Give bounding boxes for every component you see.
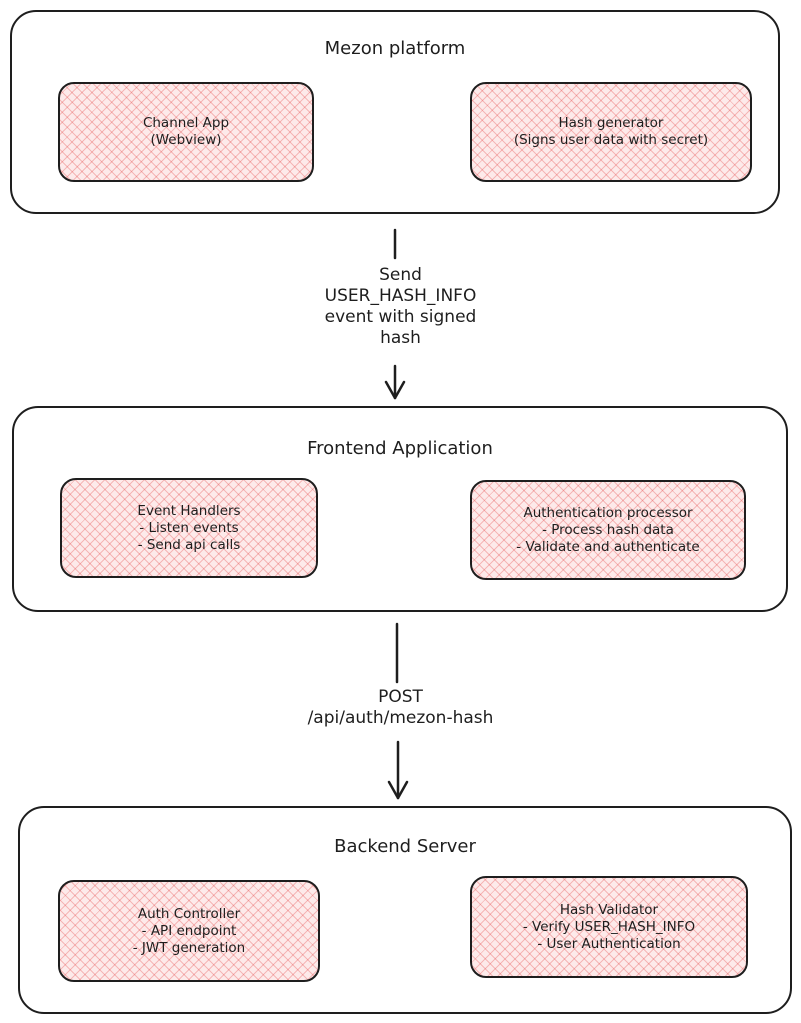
node-hash-generator: Hash generator (Signs user data with sec… (470, 82, 752, 182)
group-title: Backend Server (334, 836, 476, 857)
node-line: Channel App (142, 115, 230, 131)
node-line: - Process hash data (542, 521, 674, 538)
node-line: (Signs user data with secret) (513, 132, 709, 148)
node-channel-app: Channel App (Webview) (58, 82, 314, 182)
group-backend-server: Backend Server Auth Controller - API end… (18, 806, 792, 1014)
flow-line: Send (379, 265, 422, 285)
flow-line: /api/auth/mezon-hash (307, 708, 494, 728)
flow-line: POST (378, 687, 423, 707)
node-hash-validator: Hash Validator - Verify USER_HASH_INFO -… (470, 876, 748, 978)
group-frontend-application: Frontend Application Event Handlers - Li… (12, 406, 788, 612)
group-title: Frontend Application (307, 438, 493, 459)
node-auth-controller: Auth Controller - API endpoint - JWT gen… (58, 880, 320, 982)
node-line: - User Authentication (537, 935, 681, 952)
flow-label-user-hash-info: Send USER_HASH_INFO event with signed ha… (0, 265, 801, 349)
flow-line: event with signed (324, 307, 477, 327)
node-line: - API endpoint (141, 922, 237, 939)
node-authentication-processor: Authentication processor - Process hash … (470, 480, 746, 580)
node-line: - Listen events (139, 519, 239, 536)
node-line: Hash generator (558, 115, 664, 131)
flow-label-post-endpoint: POST /api/auth/mezon-hash (0, 687, 801, 729)
node-event-handlers: Event Handlers - Listen events - Send ap… (60, 478, 318, 578)
node-line: - Send api calls (137, 536, 241, 553)
group-mezon-platform: Mezon platform Channel App (Webview) Has… (10, 10, 780, 214)
node-line: - JWT generation (132, 939, 246, 956)
flow-line: hash (380, 328, 421, 348)
node-line: Authentication processor (523, 504, 693, 521)
flow-line: USER_HASH_INFO (324, 286, 477, 306)
node-line: (Webview) (150, 132, 222, 148)
node-line: Hash Validator (559, 901, 659, 918)
node-line: Auth Controller (137, 905, 241, 922)
node-line: - Verify USER_HASH_INFO (522, 918, 696, 935)
node-line: Event Handlers (137, 502, 241, 519)
node-line: - Validate and authenticate (516, 538, 700, 555)
group-title: Mezon platform (324, 38, 466, 59)
